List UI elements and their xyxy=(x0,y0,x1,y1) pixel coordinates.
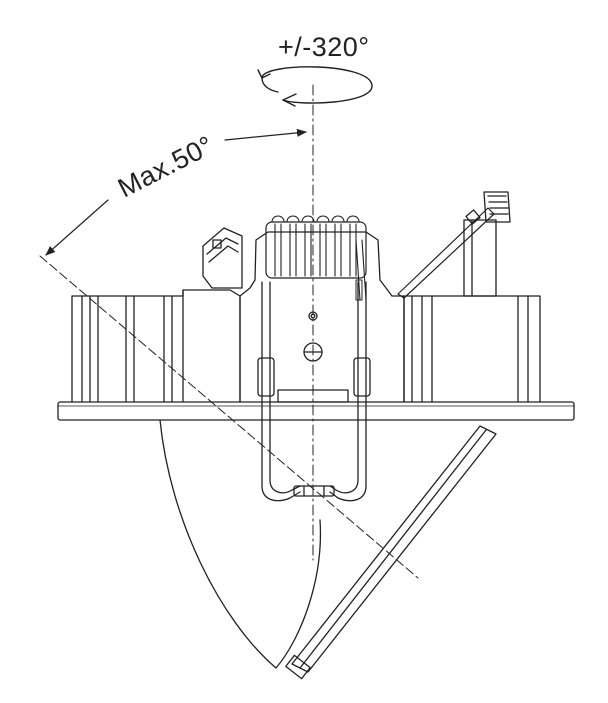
tilt-axis-line xyxy=(39,255,419,579)
tilt-angle-label: Max.50° xyxy=(113,130,218,203)
right-terminal-post xyxy=(397,191,511,299)
retaining-clip xyxy=(257,281,371,502)
left-terminal-block xyxy=(202,227,243,289)
torsion-spring xyxy=(265,215,367,301)
center-housing xyxy=(239,231,405,403)
rotation-angle-label: +/-320° xyxy=(278,32,370,62)
tilt-reference-arrow xyxy=(224,128,307,141)
mounting-flange xyxy=(57,401,575,421)
tilt-direction-arrow xyxy=(45,199,109,256)
right-housing xyxy=(403,295,541,403)
left-housing xyxy=(71,289,241,403)
tilted-lamp-housing xyxy=(159,419,497,680)
rotation-arrow xyxy=(257,66,373,107)
